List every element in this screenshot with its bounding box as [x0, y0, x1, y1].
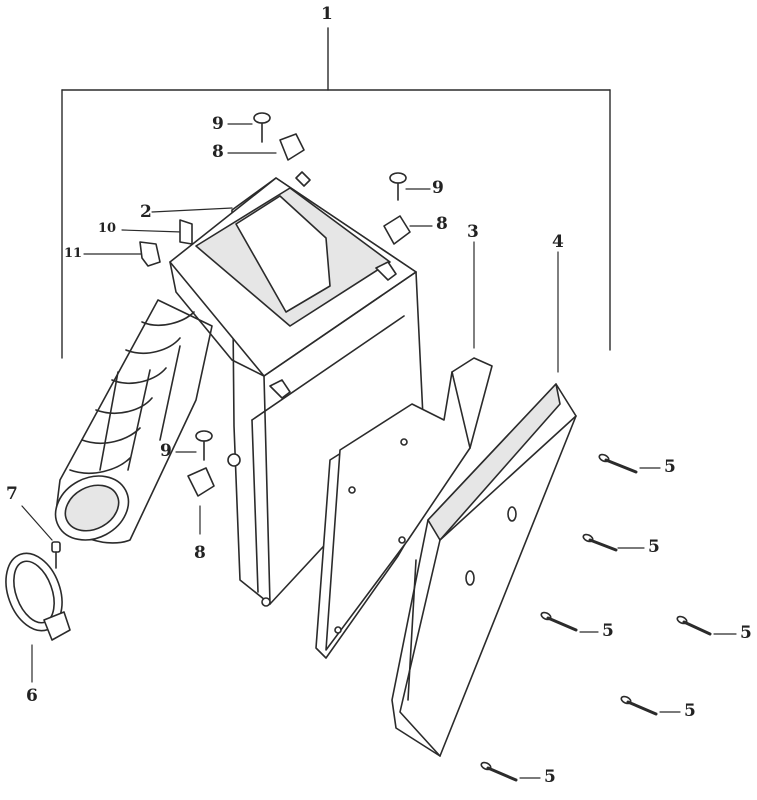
callout-8a: 8 [212, 142, 224, 162]
callout-2: 2 [140, 202, 152, 222]
filter-element [315, 357, 493, 659]
self-tapping-screws-5 [480, 453, 712, 782]
callout-1: 1 [321, 4, 333, 24]
clip-nuts-8 [187, 133, 411, 497]
fittings-10-11 [139, 219, 193, 267]
screw-7 [51, 541, 61, 569]
callout-9b: 9 [432, 178, 444, 198]
callout-5a: 5 [664, 457, 676, 477]
callout-5d: 5 [740, 623, 752, 643]
callout-8b: 8 [436, 214, 448, 234]
screws-9 [195, 112, 407, 461]
callout-5b: 5 [648, 537, 660, 557]
air-box-cover [391, 383, 577, 757]
callout-6: 6 [26, 686, 38, 706]
callout-9c: 9 [160, 441, 172, 461]
callout-5c: 5 [602, 621, 614, 641]
callout-10: 10 [98, 221, 117, 236]
assembly-bracket [61, 27, 611, 359]
air-box-housing [169, 171, 425, 607]
callout-3: 3 [467, 222, 479, 242]
callout-5f: 5 [544, 767, 556, 787]
callout-8c: 8 [194, 543, 206, 563]
callout-5e: 5 [684, 701, 696, 721]
callout-9a: 9 [212, 114, 224, 134]
callout-7: 7 [6, 484, 18, 504]
leader-lines [21, 123, 737, 779]
callout-4: 4 [552, 232, 564, 252]
callout-11: 11 [64, 246, 83, 261]
hose-clamp [5, 552, 71, 641]
intake-hose [54, 299, 213, 544]
